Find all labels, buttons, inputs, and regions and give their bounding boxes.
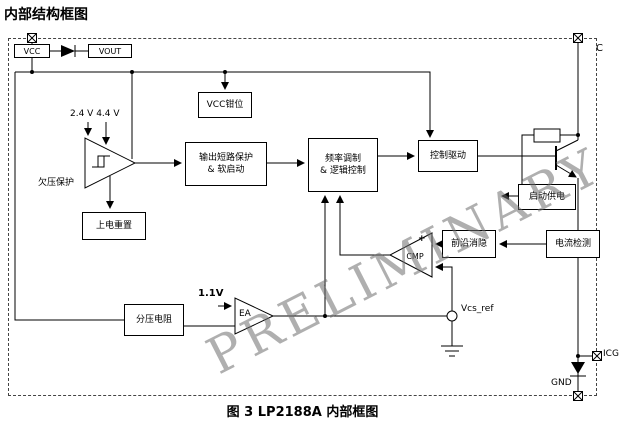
vcc-diode-icon bbox=[61, 45, 76, 57]
error-amp-triangle bbox=[234, 297, 275, 335]
uvlo-thresholds-label: 2.4 V 4.4 V bbox=[70, 109, 120, 119]
gnd-pin-label: GND bbox=[551, 378, 572, 388]
wire-group bbox=[14, 43, 592, 391]
short-protect-block: 输出短路保护 & 软启动 bbox=[185, 142, 267, 186]
c-pin-label: C bbox=[596, 43, 603, 54]
cmp-plus-label: + bbox=[418, 234, 426, 244]
vcs-ref-node bbox=[446, 310, 458, 322]
vcc-pin-label: VCC bbox=[14, 44, 50, 58]
vcc-pin-icon bbox=[27, 33, 37, 43]
c-pin-icon bbox=[573, 33, 583, 43]
figure-caption: 图 3 LP2188A 内部框图 bbox=[226, 405, 379, 420]
ref-voltage-label: 1.1V bbox=[198, 288, 224, 299]
pin-symbols bbox=[27, 33, 602, 401]
page-title: 内部结构框图 bbox=[4, 7, 88, 23]
gnd-pin-icon bbox=[573, 391, 583, 401]
short-protect-line2: & 软启动 bbox=[207, 165, 245, 175]
vcs-ref-label: Vcs_ref bbox=[461, 304, 494, 314]
blanking-block: 前沿消隐 bbox=[442, 230, 496, 258]
icg-pin-icon bbox=[592, 351, 602, 361]
cmp-label: CMP bbox=[406, 252, 424, 261]
cmp-triangle bbox=[388, 232, 433, 278]
startup-resistor-icon bbox=[533, 128, 561, 143]
diagram-border bbox=[8, 38, 597, 396]
freq-logic-line2: & 逻辑控制 bbox=[320, 166, 366, 176]
junction-dots bbox=[30, 70, 580, 358]
current-sense-block: 电流检测 bbox=[546, 230, 600, 258]
ea-label: EA bbox=[239, 309, 251, 319]
divider-block: 分压电阻 bbox=[124, 304, 184, 336]
vcc-clamp-block: VCC钳位 bbox=[198, 92, 252, 118]
drive-block: 控制驱动 bbox=[418, 140, 478, 172]
npn-transistor-icon bbox=[555, 139, 579, 170]
por-block: 上电重置 bbox=[82, 212, 146, 240]
uvlo-comparator-triangle bbox=[84, 137, 137, 189]
hysteresis-icon bbox=[92, 155, 110, 168]
icg-diode-icon bbox=[570, 362, 586, 377]
uvlo-label: 欠压保护 bbox=[38, 178, 75, 188]
ground-symbol bbox=[441, 345, 463, 357]
freq-logic-block: 频率调制 & 逻辑控制 bbox=[308, 138, 378, 192]
icg-pin-label: ICG bbox=[603, 349, 619, 359]
vout-pin-label: VOUT bbox=[88, 44, 132, 58]
freq-logic-line1: 频率调制 bbox=[324, 153, 361, 164]
short-protect-line1: 输出短路保护 bbox=[198, 152, 253, 163]
startup-supply-block: 启动供电 bbox=[518, 184, 576, 210]
